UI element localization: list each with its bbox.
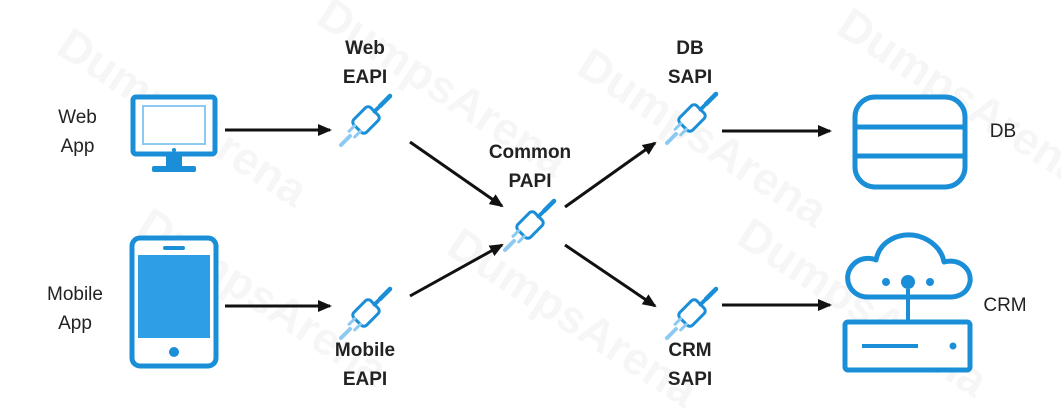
mobile-app-line1: Mobile	[47, 284, 103, 305]
web-eapi-plug-icon	[341, 96, 390, 145]
common-papi-line1: Common	[488, 142, 572, 163]
arrow-papi-dbsapi	[564, 141, 657, 209]
mobile-eapi-line2: EAPI	[342, 369, 388, 390]
db-label: DB	[978, 117, 1028, 146]
mobile-app-line2: App	[58, 313, 92, 334]
crm-label: CRM	[975, 291, 1035, 320]
web-eapi-label: Web EAPI	[330, 34, 400, 92]
crm-label-text: CRM	[983, 295, 1027, 316]
web-app-line2: App	[60, 136, 95, 157]
mobile-eapi-line1: Mobile	[334, 340, 396, 361]
web-app-label: Web App	[40, 103, 115, 161]
common-papi-plug-icon	[505, 201, 554, 250]
db-sapi-plug-icon	[667, 94, 716, 143]
phone-icon	[129, 235, 219, 369]
mobile-eapi-plug-icon	[341, 289, 390, 338]
common-papi-line2: PAPI	[508, 171, 552, 192]
db-sapi-label: DB SAPI	[655, 34, 725, 92]
arrow-webeapi-papi	[409, 140, 504, 208]
db-sapi-line2: SAPI	[667, 67, 713, 88]
mobile-eapi-label: Mobile EAPI	[320, 336, 410, 394]
crm-sapi-plug-icon	[667, 289, 716, 338]
cloud-server-icon	[842, 232, 973, 373]
web-eapi-line1: Web	[345, 38, 385, 59]
crm-sapi-label: CRM SAPI	[650, 336, 730, 394]
web-app-line1: Web	[58, 107, 97, 128]
common-papi-label: Common PAPI	[470, 138, 590, 196]
database-icon	[852, 94, 968, 190]
crm-sapi-line1: CRM	[668, 340, 712, 361]
db-sapi-line1: DB	[676, 38, 704, 59]
crm-sapi-line2: SAPI	[667, 369, 713, 390]
monitor-icon	[130, 94, 218, 172]
mobile-app-label: Mobile App	[30, 280, 120, 338]
arrow-papi-crmsapi	[564, 243, 657, 308]
web-eapi-line2: EAPI	[342, 67, 388, 88]
db-label-text: DB	[989, 121, 1017, 142]
arrow-mobileeapi-papi	[409, 243, 504, 298]
